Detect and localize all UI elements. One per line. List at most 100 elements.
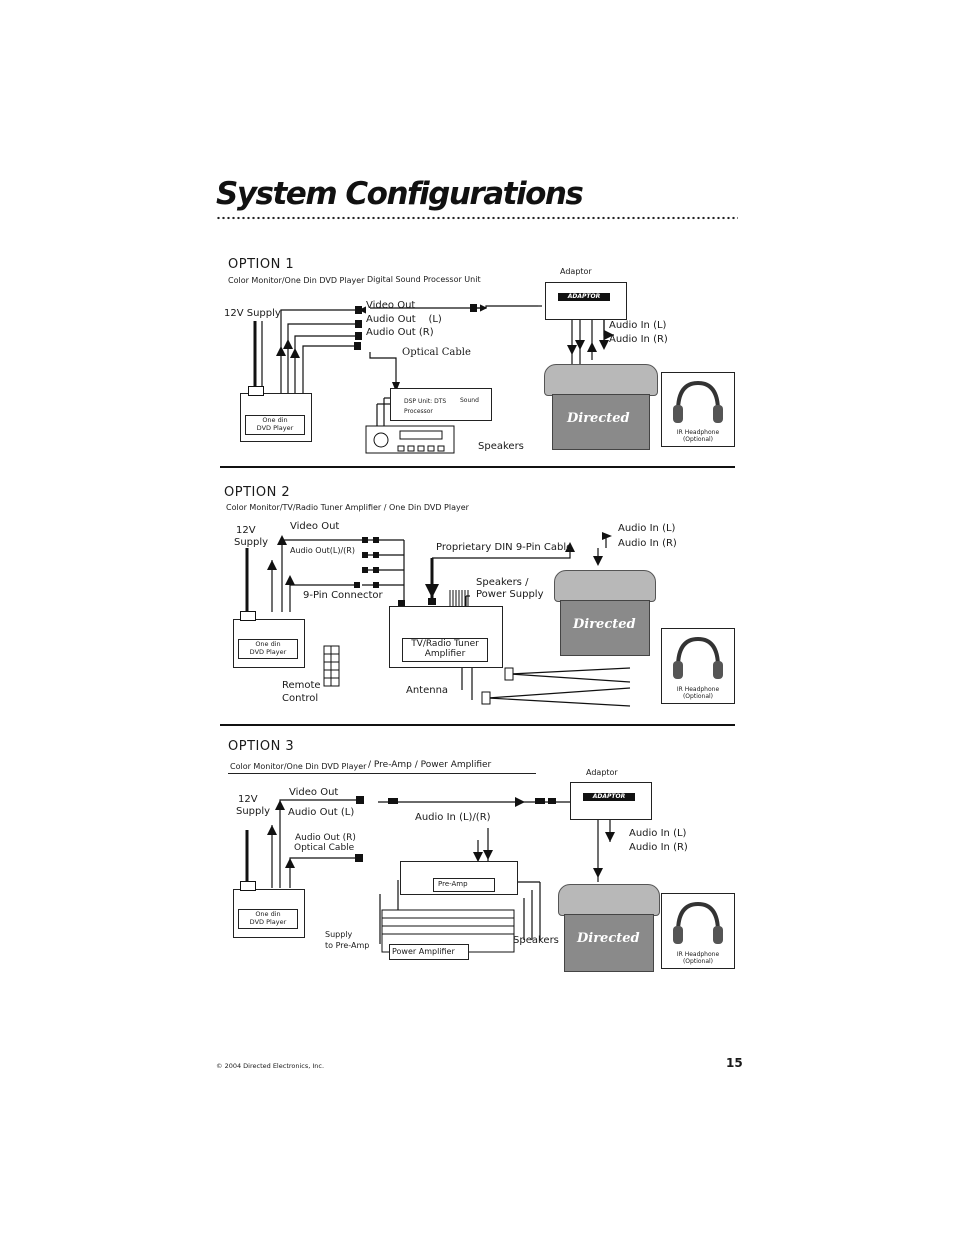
option1-headphone-box: IR Headphone (Optional) xyxy=(661,372,735,447)
option2-audio-out: Audio Out(L)/(R) xyxy=(290,546,355,555)
option3-audio-in-r: Audio In (R) xyxy=(629,842,688,853)
option1-video-out: Video Out xyxy=(366,300,416,311)
option2-dvd-plug xyxy=(240,611,256,621)
option3-monitor: Directed xyxy=(558,884,660,972)
option2-headphone-line1: IR Headphone xyxy=(676,686,720,693)
option1-monitor: Directed xyxy=(544,364,658,450)
option2-headphone-box: IR Headphone (Optional) xyxy=(661,628,735,704)
option3-dvd-line2: DVD Player xyxy=(249,918,287,926)
option2-9pin-connector: 9-Pin Connector xyxy=(303,590,383,601)
option2-subtitle: Color Monitor/TV/Radio Tuner Amplifier /… xyxy=(226,503,469,512)
option1-audio-in-l: Audio In (L) xyxy=(609,320,667,331)
option3-dvd-player: One din DVD Player xyxy=(233,889,305,938)
option3-supply-preamp-line1: Supply xyxy=(325,930,353,939)
option3-video-out: Video Out xyxy=(289,787,339,798)
option2-dvd-label: One din DVD Player xyxy=(238,639,298,659)
option1-audio-in-r: Audio In (R) xyxy=(609,334,668,345)
option1-headphone-line2: (Optional) xyxy=(682,436,714,443)
option3-subtitle-underline xyxy=(228,773,536,774)
option3-adaptor-badge: ADAPTOR xyxy=(583,793,635,801)
option1-dsp-line2: Processor xyxy=(404,408,433,415)
option2-supply-line1: 12V xyxy=(236,525,256,536)
option3-subtitle: Color Monitor/One Din DVD Player xyxy=(230,762,367,771)
option1-adaptor-box: ADAPTOR xyxy=(545,282,627,320)
option3-dvd-line1: One din xyxy=(255,910,281,918)
option2-headphone-line2: (Optional) xyxy=(682,693,714,700)
option2-headphone-icon xyxy=(673,636,723,679)
option2-supply-line2: Supply xyxy=(234,537,269,548)
option3-monitor-brand: Directed xyxy=(577,931,640,946)
option2-tuner-line1: TV/Radio Tuner xyxy=(411,639,479,649)
option2-remote-line2: Control xyxy=(282,693,319,704)
option1-supply-label: 12V Supply xyxy=(224,308,281,319)
option1-optical-cable: Optical Cable xyxy=(402,347,471,358)
option1-dvd-line1: One din xyxy=(262,416,288,424)
option2-audio-in-l: Audio In (L) xyxy=(618,523,676,534)
option3-speakers: Speakers xyxy=(513,935,559,946)
option3-headphone-icon xyxy=(673,901,723,944)
option3-subtitle2: / Pre-Amp / Power Amplifier xyxy=(368,760,492,770)
option3-adaptor-box: ADAPTOR xyxy=(570,782,652,820)
option2-tuner-line2: Amplifier xyxy=(424,649,466,659)
option2-monitor-housing xyxy=(554,570,656,602)
option1-adaptor-badge: ADAPTOR xyxy=(558,293,610,301)
option2-tuner-box: TV/Radio Tuner Amplifier xyxy=(389,606,503,668)
option1-dvd-plug xyxy=(248,386,264,396)
option3-optical-cable: Optical Cable xyxy=(294,843,355,853)
option1-dvd-label: One din DVD Player xyxy=(245,415,305,435)
option3-monitor-screen: Directed xyxy=(564,914,654,972)
page-number: 15 xyxy=(726,1056,743,1070)
option3-supply-line2: Supply xyxy=(236,806,271,817)
option3-audio-out-l: Audio Out (L) xyxy=(288,807,355,818)
option2-monitor-screen: Directed xyxy=(560,600,650,656)
option1-headphone-line1: IR Headphone xyxy=(676,429,720,436)
option1-headphone-icon xyxy=(673,380,723,423)
option1-dsp-sound: Sound xyxy=(460,397,479,404)
option2-tuner-label: TV/Radio Tuner Amplifier xyxy=(402,638,488,662)
option1-dsp-line1: DSP Unit: DTS xyxy=(404,398,447,405)
option3-audio-in-l: Audio In (L) xyxy=(629,828,687,839)
page-title: System Configurations xyxy=(216,176,584,212)
option2-audio-in-r: Audio In (R) xyxy=(618,538,677,549)
option2-divider xyxy=(220,724,735,726)
option3-preamp-label: Pre-Amp xyxy=(433,878,495,892)
option3-headphone-box: IR Headphone (Optional) xyxy=(661,893,735,969)
option2-dvd-line1: One din xyxy=(255,640,281,648)
option1-dsp-unit: DSP Unit: DTS Sound Processor xyxy=(390,388,492,421)
option1-monitor-housing xyxy=(544,364,658,396)
option3-dvd-plug xyxy=(240,881,256,891)
option1-heading: OPTION 1 xyxy=(228,257,295,272)
option3-supply-line1: 12V xyxy=(238,794,258,805)
option1-divider xyxy=(220,466,735,468)
option2-monitor-brand: Directed xyxy=(573,617,636,632)
option1-speakers: Speakers xyxy=(478,441,524,452)
option2-remote-line1: Remote xyxy=(282,680,321,691)
option2-video-out: Video Out xyxy=(290,521,340,532)
option3-monitor-housing xyxy=(558,884,660,916)
option3-headphone-line1: IR Headphone xyxy=(676,951,720,958)
option2-heading: OPTION 2 xyxy=(224,485,291,500)
option3-power-amp-label: Power Amplifier xyxy=(389,944,469,960)
option3-dvd-label: One din DVD Player xyxy=(238,909,298,929)
option2-antenna: Antenna xyxy=(406,685,449,696)
option1-subtitle: Color Monitor/One Din DVD Player xyxy=(228,276,365,285)
option1-audio-out-l: Audio Out (L) xyxy=(366,314,442,325)
option1-adaptor-label: Adaptor xyxy=(560,267,592,276)
option3-audio-out-r: Audio Out (R) xyxy=(295,833,356,843)
option1-subtitle2: Digital Sound Processor Unit xyxy=(367,275,481,284)
option3-adaptor-label: Adaptor xyxy=(586,768,618,777)
option2-dvd-line2: DVD Player xyxy=(249,648,287,656)
option2-speakers-line1: Speakers / xyxy=(476,577,529,588)
option1-monitor-brand: Directed xyxy=(567,411,630,426)
option3-headphone-line2: (Optional) xyxy=(682,958,714,965)
copyright: © 2004 Directed Electronics, Inc. xyxy=(216,1062,325,1070)
option3-heading: OPTION 3 xyxy=(228,739,295,754)
option2-dvd-player: One din DVD Player xyxy=(233,619,305,668)
option2-din-cable: Proprietary DIN 9-Pin Cable xyxy=(436,542,573,553)
option3-preamp-box: Pre-Amp xyxy=(400,861,518,895)
title-dotted-rule xyxy=(216,216,738,220)
option2-speakers-line2: Power Supply xyxy=(476,589,544,600)
option1-dvd-player: One din DVD Player xyxy=(240,393,312,442)
option1-audio-out-r: Audio Out (R) xyxy=(366,327,434,338)
option1-dvd-line2: DVD Player xyxy=(256,424,294,432)
